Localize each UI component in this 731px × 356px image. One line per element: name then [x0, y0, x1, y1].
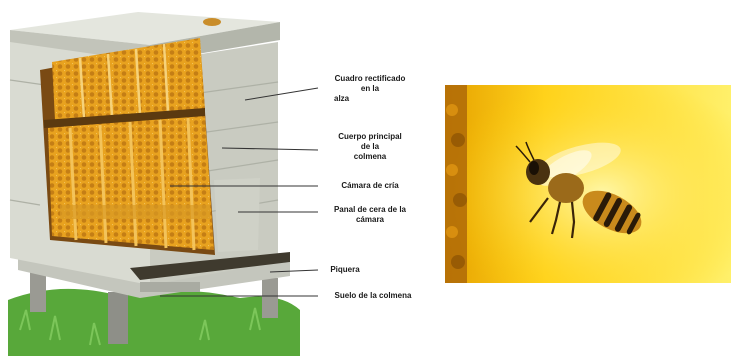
bee-photo	[445, 85, 731, 283]
stand-leg-mid	[108, 292, 128, 344]
label-alza: Cuadro rectificado en la alza	[320, 74, 420, 104]
hive-illustration	[8, 12, 300, 356]
label-suelo: Suelo de la colmena	[320, 291, 426, 301]
landing-board	[140, 282, 200, 292]
grass	[8, 289, 300, 356]
roof-vent	[203, 18, 221, 26]
label-cuerpo: Cuerpo principal de la colmena	[320, 132, 420, 162]
stand-leg-right	[262, 278, 278, 318]
brood-frames	[48, 115, 214, 250]
label-panal: Panal de cera de la cámara	[320, 205, 420, 225]
label-camara: Cámara de cría	[320, 181, 420, 191]
photo-honeycomb-blur	[445, 85, 467, 283]
lifted-frame	[214, 178, 260, 252]
bee-eye	[529, 161, 539, 175]
bee-thorax	[548, 173, 584, 203]
label-piquera: Piquera	[320, 265, 370, 275]
